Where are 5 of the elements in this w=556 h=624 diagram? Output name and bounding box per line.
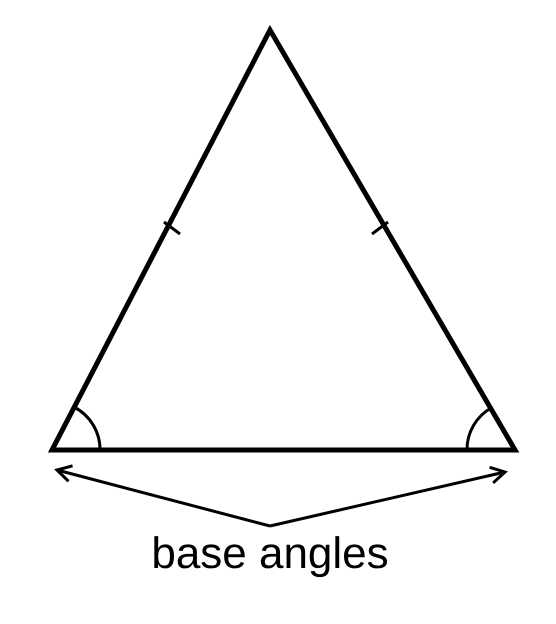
angle-arc [466, 406, 492, 450]
leader-arrow [56, 464, 270, 528]
annotation-text: base angles [90, 530, 450, 578]
leader-arrow [270, 466, 506, 528]
angle-arc [73, 406, 102, 450]
